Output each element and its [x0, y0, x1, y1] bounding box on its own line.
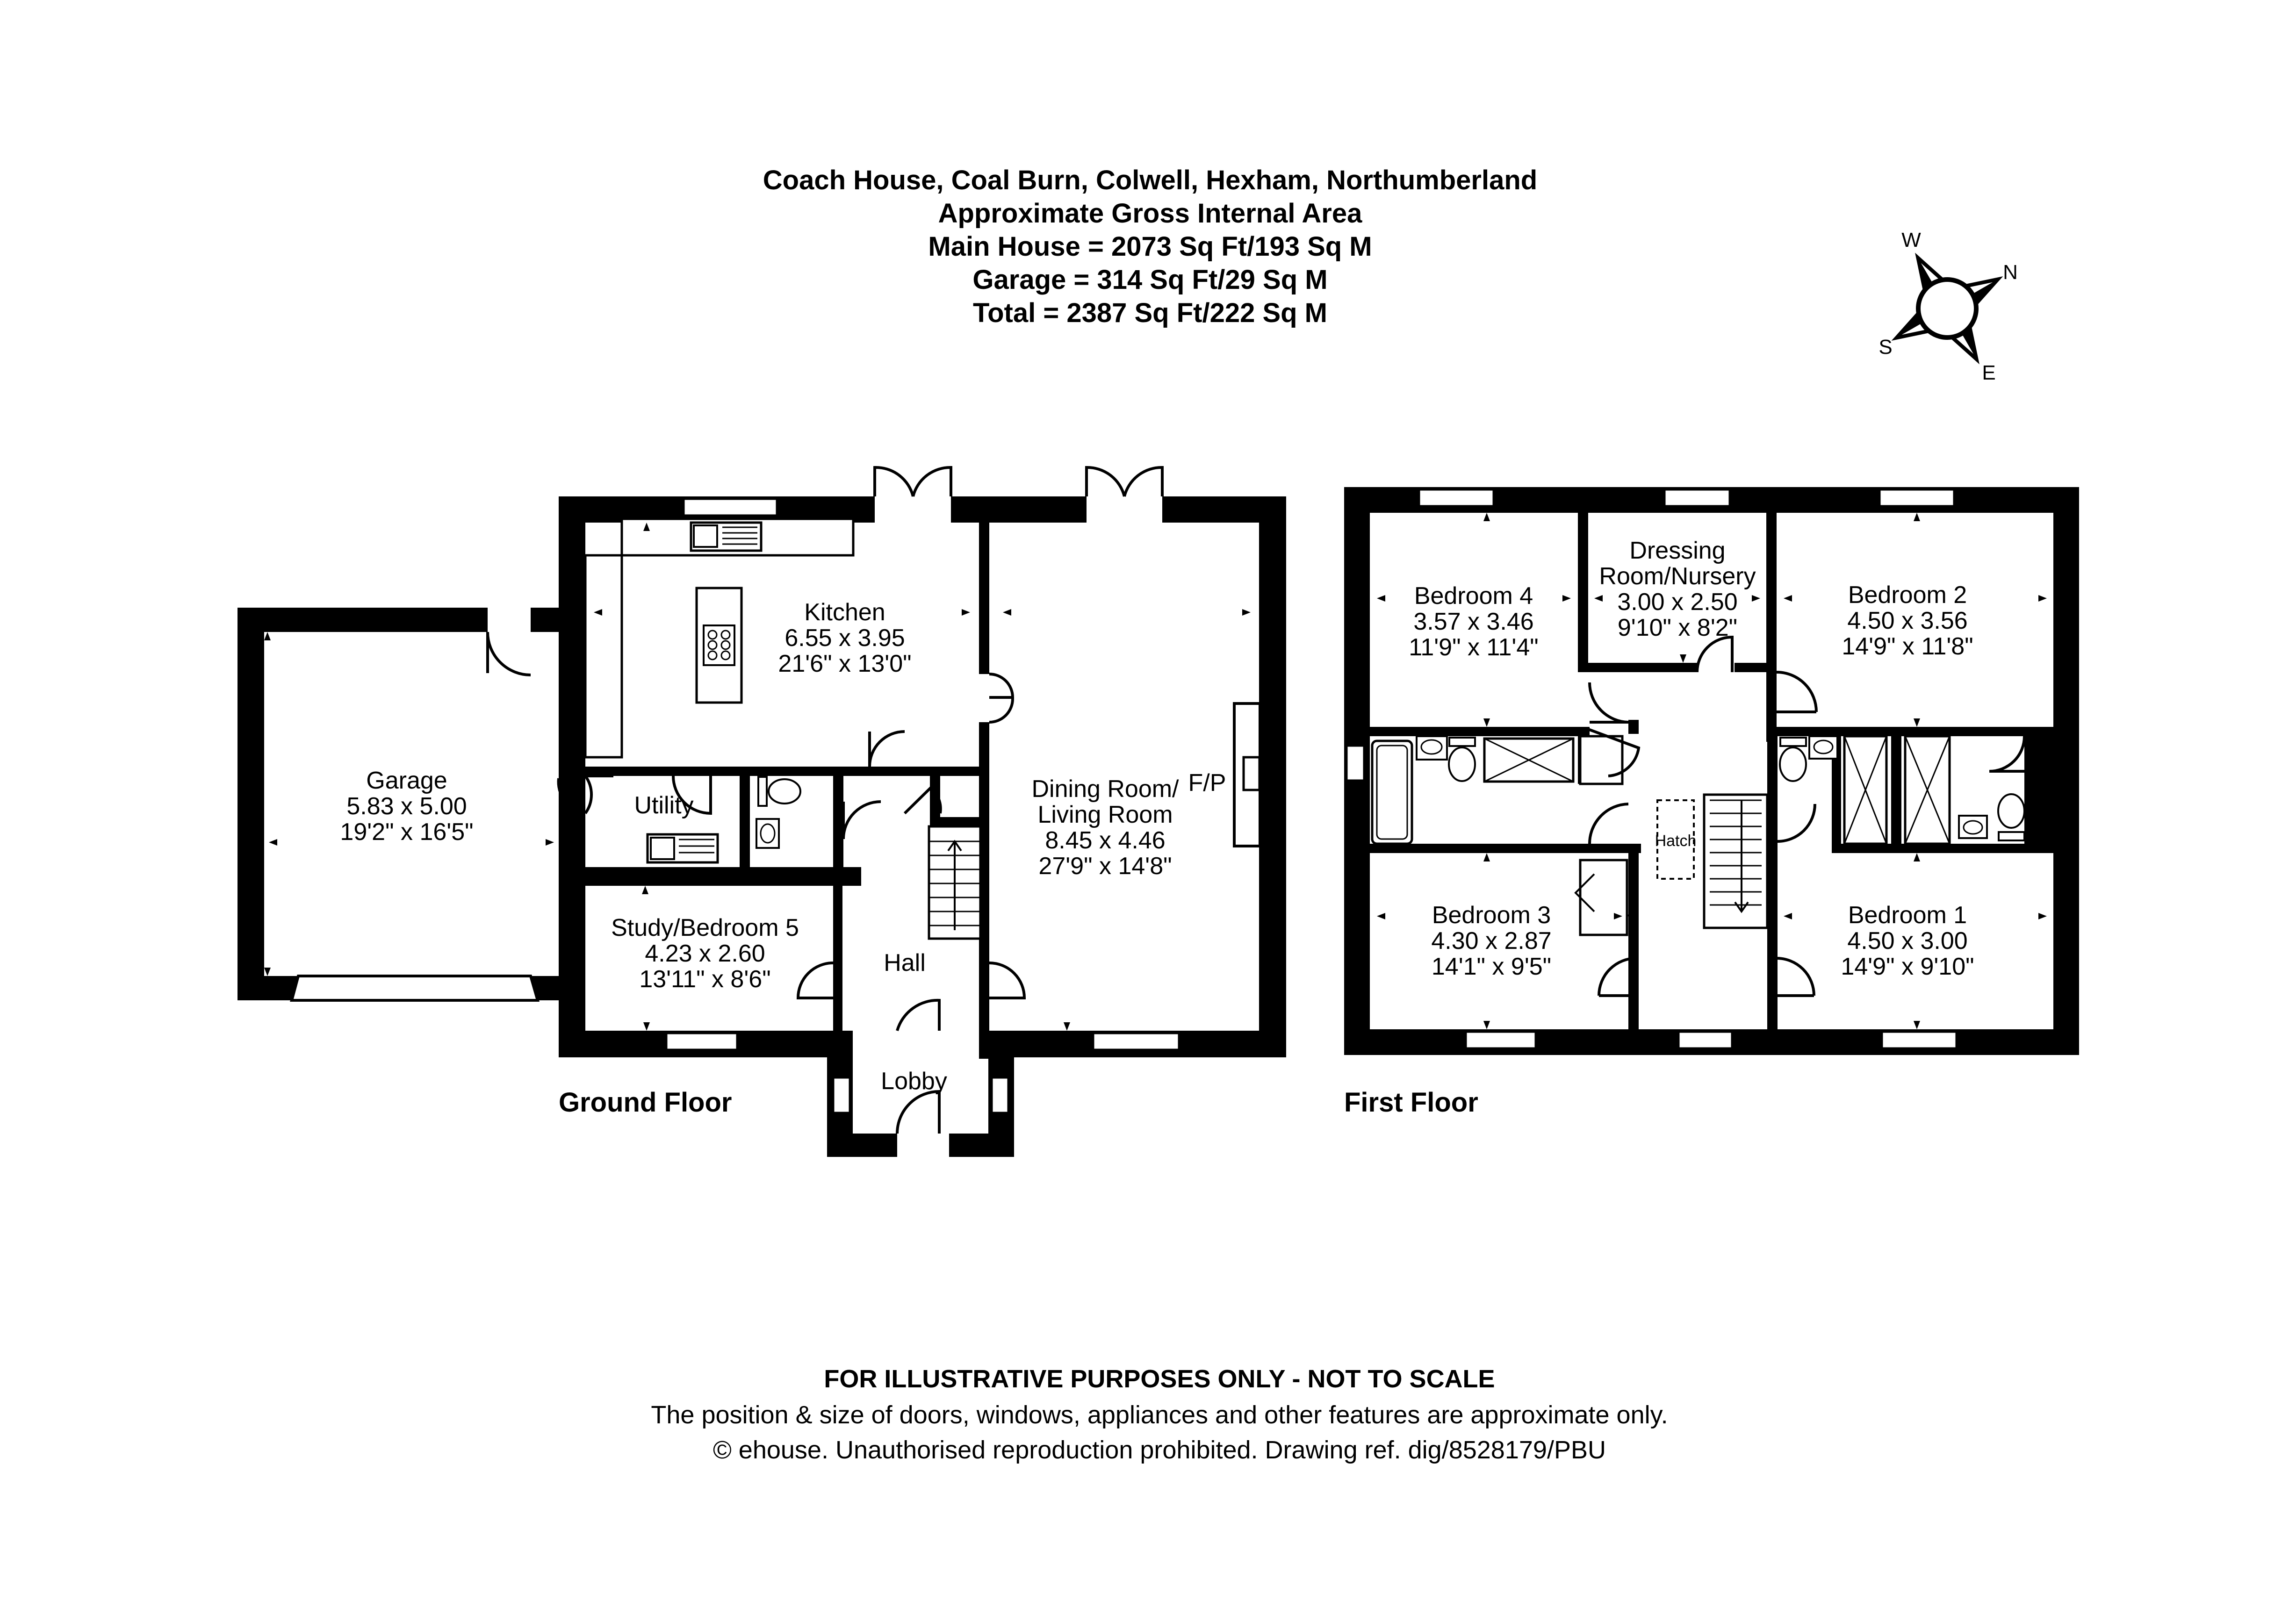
door-swing-icon [1777, 804, 1816, 843]
window-icon [1663, 488, 1731, 508]
window-icon [665, 1032, 739, 1051]
bedroom4-name: Bedroom 4 [1414, 582, 1533, 610]
compass-east: E [1982, 361, 1995, 384]
window-icon [1092, 1032, 1180, 1051]
study-imperial: 13'11" x 8'6" [639, 966, 770, 993]
door-swing-icon [1598, 957, 1637, 996]
door-swing-icon [896, 1090, 941, 1134]
kitchen-counter [584, 554, 623, 759]
utility-name: Utility [634, 792, 693, 819]
french-door-icon [873, 466, 914, 497]
study-name: Study/Bedroom 5 [611, 914, 799, 941]
first-floor-plan [1344, 487, 2079, 1055]
bedroom4-imperial: 11'9" x 11'4" [1409, 634, 1538, 661]
toilet-icon [757, 776, 768, 807]
hatch-label: Hatch [1655, 832, 1697, 850]
footer: FOR ILLUSTRATIVE PURPOSES ONLY - NOT TO … [651, 1365, 1668, 1464]
header: Coach House, Coal Burn, Colwell, Hexham,… [763, 165, 1537, 328]
staircase-icon [1703, 793, 1769, 929]
cupboard [1579, 735, 1624, 785]
door-swing-icon [1776, 671, 1818, 712]
compass-icon: W N S E [1879, 229, 2018, 384]
bedroom2-imperial: 14'9" x 11'8" [1842, 633, 1973, 660]
door-swing-icon [1588, 682, 1629, 724]
garage-door-icon [290, 975, 540, 1002]
window-icon [1677, 1030, 1734, 1050]
dining-imperial: 27'9" x 14'8" [1038, 853, 1172, 880]
disclaimer-text: The position & size of doors, windows, a… [651, 1401, 1668, 1429]
toilet-icon [1997, 793, 2025, 829]
dimension-arrows [1377, 513, 2047, 1029]
window-icon [1464, 1030, 1537, 1050]
window-icon [1418, 488, 1495, 508]
dressing-name-line1: Dressing [1629, 537, 1725, 564]
loft-hatch [1656, 799, 1695, 880]
bedroom1-imperial: 14'9" x 9'10" [1841, 953, 1974, 980]
compass-south: S [1879, 336, 1892, 359]
ground-floor-label: Ground Floor [559, 1087, 732, 1118]
disclaimer-heading: FOR ILLUSTRATIVE PURPOSES ONLY - NOT TO … [824, 1365, 1495, 1393]
garage-metric: 5.83 x 5.00 [346, 793, 467, 820]
window-icon [1345, 744, 1366, 782]
dressing-metric: 3.00 x 2.50 [1617, 589, 1737, 616]
header-main-house-area: Main House = 2073 Sq Ft/193 Sq M [928, 231, 1372, 262]
window-icon [832, 1076, 851, 1114]
bedroom2-metric: 4.50 x 3.56 [1847, 607, 1967, 634]
window-icon [990, 1076, 1010, 1114]
door-swing-icon [1588, 803, 1629, 844]
toilet-icon [1779, 737, 1807, 747]
dressing-name-line2: Room/Nursery [1599, 563, 1756, 590]
compass-north: N [2003, 261, 2018, 284]
study-metric: 4.23 x 2.60 [645, 940, 765, 967]
kitchen-imperial: 21'6" x 13'0" [778, 650, 911, 677]
dressing-imperial: 9'10" x 8'2" [1618, 614, 1737, 641]
toilet-icon [1448, 737, 1476, 747]
lobby-name: Lobby [881, 1068, 947, 1095]
dining-name-line1: Dining Room/ [1031, 775, 1179, 803]
french-door-icon [1085, 466, 1126, 497]
wardrobe [1579, 859, 1628, 936]
compass-west: W [1901, 229, 1921, 251]
bedroom1-name: Bedroom 1 [1848, 902, 1967, 929]
header-title: Coach House, Coal Burn, Colwell, Hexham,… [763, 165, 1537, 195]
header-garage-area: Garage = 314 Sq Ft/29 Sq M [972, 265, 1327, 295]
window-icon [682, 497, 778, 517]
door-swing-icon [584, 775, 593, 814]
window-icon [1878, 488, 1956, 508]
garage-name: Garage [366, 767, 447, 794]
ground-floor-plan [238, 466, 1286, 1157]
window-icon [1880, 1030, 1958, 1050]
door-swing-icon [1587, 728, 1641, 777]
door-swing-icon [1989, 736, 2026, 773]
bedroom2-name: Bedroom 2 [1848, 581, 1967, 609]
bedroom4-metric: 3.57 x 3.46 [1413, 608, 1533, 635]
door-swing-icon [796, 962, 834, 999]
door-swing-icon [1696, 635, 1734, 673]
dining-metric: 8.45 x 4.46 [1045, 827, 1165, 854]
door-swing-icon [868, 730, 905, 767]
copyright-text: © ehouse. Unauthorised reproduction proh… [713, 1436, 1606, 1464]
first-floor-label: First Floor [1344, 1087, 1478, 1118]
bedroom3-name: Bedroom 3 [1432, 902, 1551, 929]
door-swing-icon [989, 673, 1015, 699]
bedroom3-imperial: 14'1" x 9'5" [1432, 953, 1551, 980]
header-area-label: Approximate Gross Internal Area [938, 198, 1363, 229]
door-swing-icon [1776, 957, 1815, 996]
fireplace-label: F/P [1188, 769, 1226, 797]
dimension-arrows [264, 523, 1251, 1031]
dining-name-line2: Living Room [1037, 801, 1173, 828]
hall-name: Hall [884, 949, 926, 976]
door-swing-icon [842, 800, 881, 840]
door-swing-icon [486, 632, 531, 676]
staircase-icon [928, 825, 982, 940]
header-total-area: Total = 2387 Sq Ft/222 Sq M [973, 298, 1327, 328]
kitchen-metric: 6.55 x 3.95 [785, 624, 905, 652]
kitchen-name: Kitchen [804, 599, 885, 626]
garage-imperial: 19'2" x 16'5" [340, 818, 473, 846]
bedroom3-metric: 4.30 x 2.87 [1431, 927, 1551, 955]
bedroom1-metric: 4.50 x 3.00 [1847, 927, 1967, 955]
